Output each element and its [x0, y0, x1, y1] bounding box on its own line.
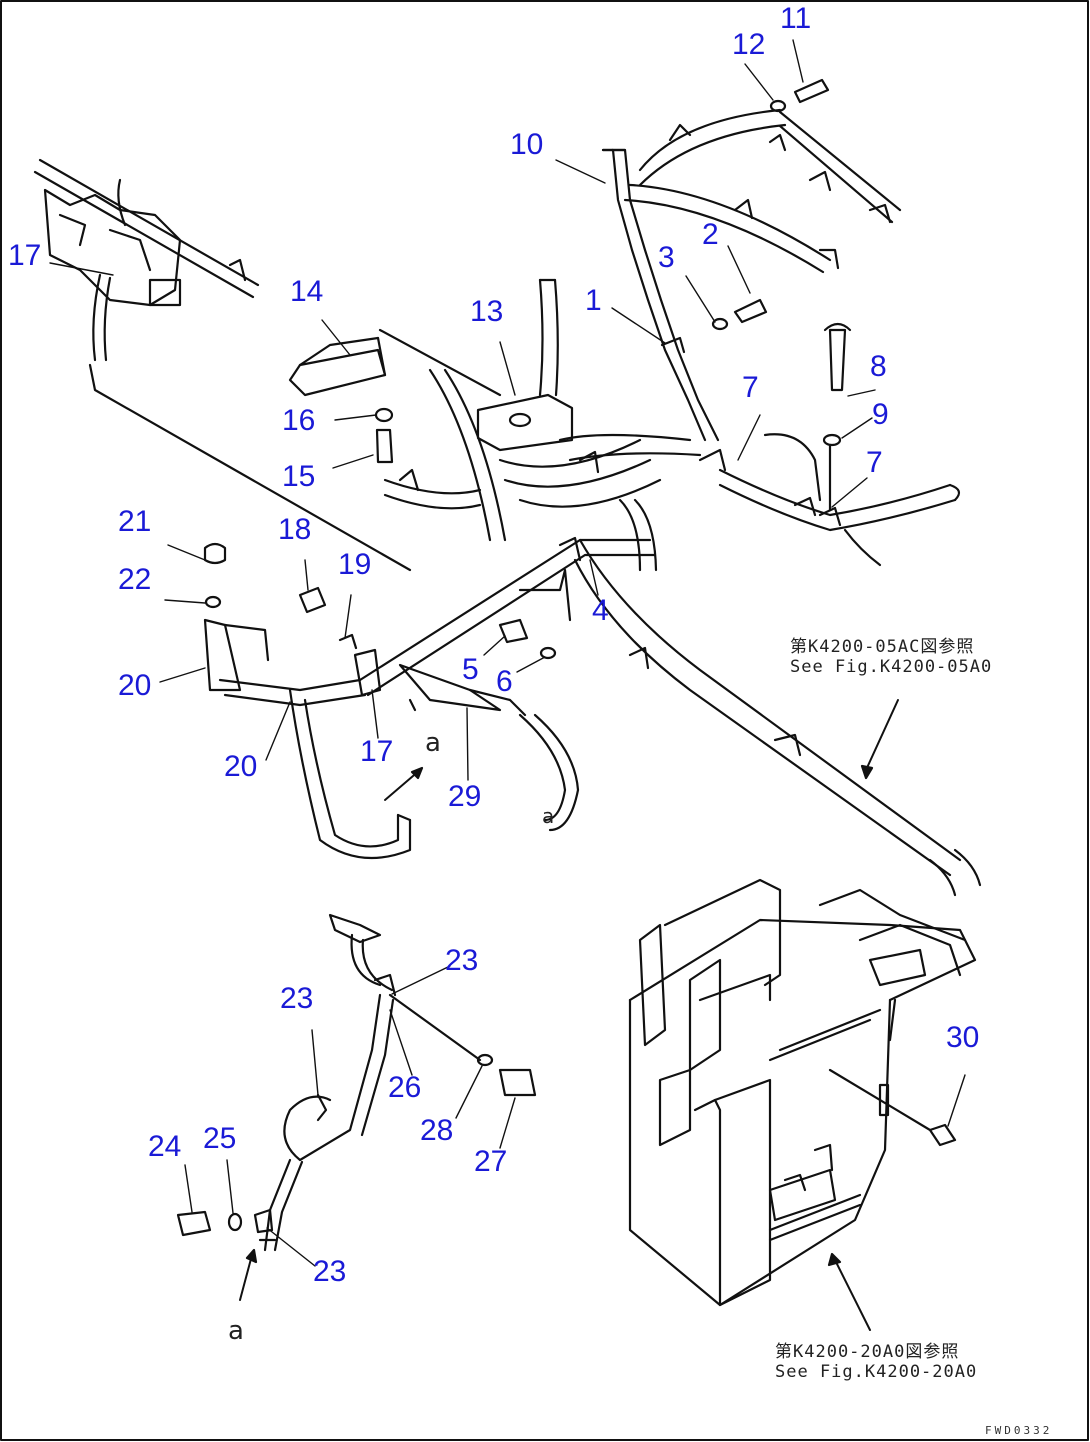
callout-30: 30	[946, 1021, 980, 1054]
callout-16: 16	[282, 404, 316, 437]
callout-7: 7	[742, 371, 759, 404]
callout-18: 18	[278, 513, 312, 546]
callout-20: 20	[224, 750, 258, 783]
callout-8: 8	[870, 350, 887, 383]
lower-right-box	[628, 699, 977, 1331]
callout-17: 17	[8, 239, 42, 272]
callout-22: 22	[118, 563, 152, 596]
callout-27: 27	[474, 1145, 508, 1178]
callout-14: 14	[290, 275, 324, 308]
callout-4: 4	[592, 594, 609, 627]
callout-23: 23	[280, 982, 314, 1015]
callout-23: 23	[445, 944, 479, 977]
reference-note-lower-jp: 第K4200-20A0図参照	[775, 1342, 960, 1362]
callout-13: 13	[470, 295, 504, 328]
lower-left-harness	[176, 913, 537, 1301]
reference-note-lower: 第K4200-20A0図参照 See Fig.K4200-20A0	[775, 1342, 978, 1382]
reference-note-lower-en: See Fig.K4200-20A0	[775, 1361, 978, 1382]
upper-right-harness	[601, 78, 902, 442]
callout-21: 21	[118, 505, 152, 538]
callout-1: 1	[585, 284, 602, 317]
reference-note-upper: 第K4200-05AC図参照 See Fig.K4200-05A0	[790, 637, 993, 677]
callout-17: 17	[360, 735, 394, 768]
top-left-clamp-assembly	[33, 158, 412, 572]
callout-20: 20	[118, 669, 152, 702]
callout-12: 12	[732, 28, 766, 61]
callout-29: 29	[448, 780, 482, 813]
reference-note-upper-jp: 第K4200-05AC図参照	[790, 637, 975, 657]
callout-6: 6	[496, 665, 513, 698]
reference-note-upper-en: See Fig.K4200-05A0	[790, 656, 993, 677]
view-marker-a: a	[542, 804, 555, 828]
callout-19: 19	[338, 548, 372, 581]
callout-10: 10	[510, 128, 544, 161]
view-marker-a: a	[425, 728, 441, 758]
leader-lines	[49, 39, 966, 1267]
center-harness	[203, 278, 982, 897]
callout-25: 25	[203, 1122, 237, 1155]
callout-2: 2	[702, 218, 719, 251]
callout-5: 5	[462, 653, 479, 686]
callout-26: 26	[388, 1071, 422, 1104]
sheet-code: FWD0332	[985, 1424, 1053, 1437]
callout-23: 23	[313, 1255, 347, 1288]
callout-28: 28	[420, 1114, 454, 1147]
callout-24: 24	[148, 1130, 182, 1163]
callout-7: 7	[866, 446, 883, 479]
view-marker-a: a	[228, 1316, 244, 1346]
callout-15: 15	[282, 460, 316, 493]
callout-9: 9	[872, 398, 889, 431]
callout-3: 3	[658, 241, 675, 274]
callout-11: 11	[780, 2, 812, 35]
